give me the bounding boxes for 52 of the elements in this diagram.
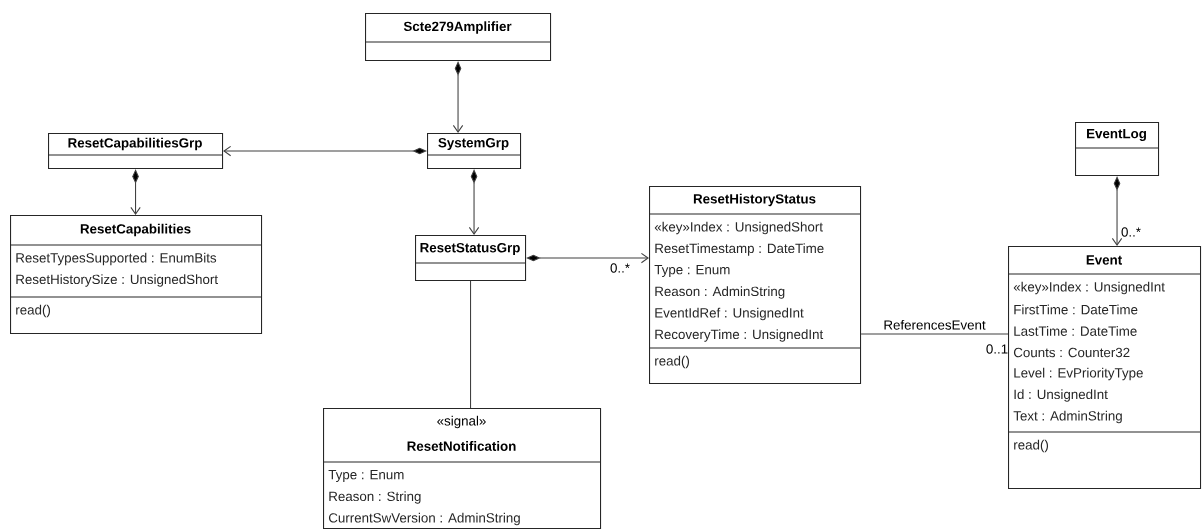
attribute-text: Type : Enum [328, 470, 404, 482]
class-box [648, 186, 862, 385]
connector [223, 145, 427, 157]
class-name: EventLog [1087, 129, 1146, 141]
connector [470, 280, 472, 409]
attribute-text: FirstTime : DateTime [1014, 304, 1138, 315]
class-box [9, 215, 263, 335]
attribute-text: Reason : String [329, 491, 421, 504]
class-name: ResetNotification [407, 441, 516, 451]
connector [130, 169, 141, 215]
class-name: ResetHistoryStatus [693, 193, 816, 207]
class-box [1074, 122, 1160, 177]
attribute-text: Type : Enum [654, 265, 730, 277]
class-name: SystemGrp [438, 137, 509, 151]
operation-text: read() [16, 304, 50, 318]
multiplicity-label: 0..1 [986, 344, 1008, 354]
attribute-text: Counts : Counter32 [1013, 347, 1130, 358]
class-name: Scte279Amplifier [403, 21, 512, 34]
connector [1111, 176, 1123, 246]
connector [452, 61, 464, 133]
attribute-text: RecoveryTime : UnsignedInt [655, 329, 824, 342]
stereotype-label: «signal» [437, 415, 486, 429]
operation-text: read() [1014, 439, 1048, 453]
attribute-text: ResetHistorySize : UnsignedShort [16, 274, 218, 287]
connector [860, 333, 1009, 335]
class-name: ResetCapabilities [80, 223, 191, 237]
attribute-text: Reason : AdminString [655, 286, 785, 299]
class-box [47, 133, 224, 170]
class-box [364, 13, 552, 62]
attribute-text: ResetTypesSupported : EnumBits [16, 252, 217, 266]
class-box [414, 235, 527, 282]
attribute-text: LastTime : DateTime [1014, 326, 1137, 336]
class-name: Event [1086, 255, 1122, 265]
attribute-text: Text : AdminString [1013, 410, 1122, 424]
edge-label: ReferencesEvent [884, 319, 986, 330]
class-name: ResetStatusGrp [420, 242, 520, 256]
attribute-text: Id : UnsignedInt [1014, 389, 1108, 402]
operation-text: read() [655, 355, 689, 369]
attribute-text: «key»Index : UnsignedInt [1013, 281, 1165, 295]
connector [526, 252, 649, 264]
class-name: ResetCapabilitiesGrp [68, 137, 202, 151]
attribute-text: EventIdRef : UnsignedInt [655, 307, 804, 321]
attribute-text: CurrentSwVersion : AdminString [328, 512, 520, 526]
attribute-text: ResetTimestamp : DateTime [655, 243, 824, 256]
multiplicity-label: 0..* [1121, 227, 1141, 237]
attribute-text: Level : EvPriorityType [1014, 367, 1143, 381]
attribute-text: «key»Index : UnsignedShort [654, 221, 823, 235]
connector [468, 169, 480, 235]
class-box [426, 133, 522, 170]
class-box [1007, 246, 1202, 490]
class-box [322, 408, 602, 530]
multiplicity-label: 0..* [610, 263, 630, 273]
